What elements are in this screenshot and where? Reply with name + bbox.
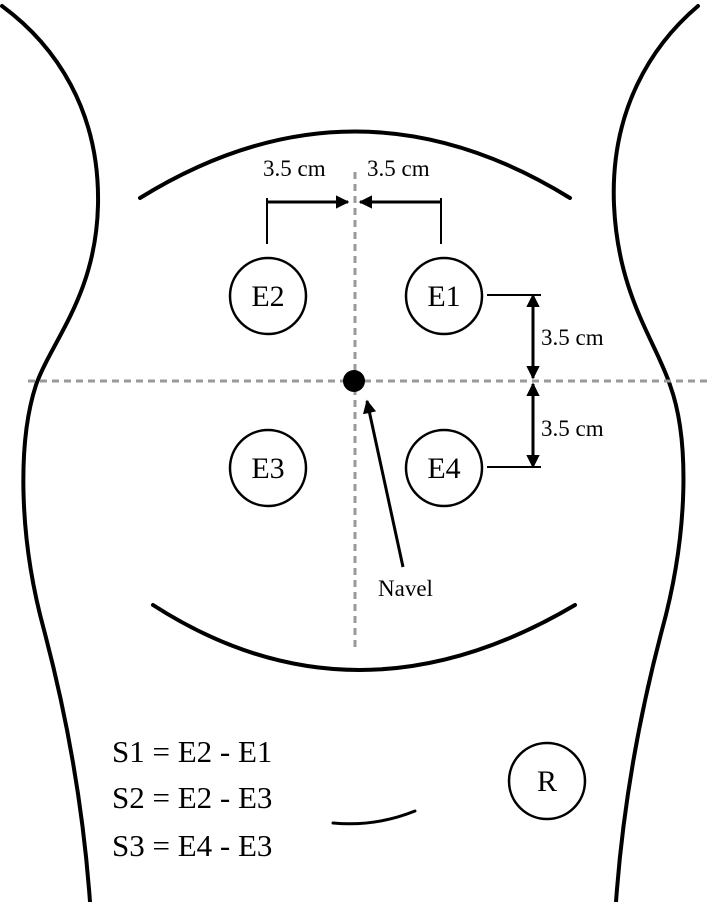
electrode-e3: E3: [228, 428, 308, 508]
navel-label: Navel: [378, 576, 433, 601]
torso-left-outline: [0, 4, 101, 902]
top-left-dimension-label: 3.5 cm: [263, 156, 326, 181]
electrode-e3-label: E3: [251, 452, 284, 485]
upper-abdomen-arc: [138, 129, 572, 200]
formula-s1: S1 = E2 - E1: [112, 734, 272, 769]
electrode-e4: E4: [404, 428, 484, 508]
electrode-e4-label: E4: [427, 452, 460, 485]
electrode-e2-label: E2: [251, 280, 284, 313]
electrode-e2: E2: [228, 256, 308, 336]
formula-s2: S2 = E2 - E3: [112, 780, 272, 815]
formula-s3: S3 = E4 - E3: [112, 828, 272, 863]
reference-electrode-label: R: [537, 765, 557, 798]
top-dimension-right: 3.5 cm: [358, 156, 442, 244]
torso-right-outline: [611, 4, 700, 902]
electrode-e1-label: E1: [427, 280, 460, 313]
reference-electrode: R: [507, 741, 587, 821]
navel-dot: [343, 370, 365, 392]
right-dimension-lower: 3.5 cm: [487, 382, 604, 469]
right-lower-dimension-label: 3.5 cm: [541, 416, 604, 441]
lower-abdomen-arc: [151, 603, 577, 672]
top-dimension-left: 3.5 cm: [263, 156, 350, 244]
small-curve-mark: [331, 809, 417, 826]
top-right-dimension-label: 3.5 cm: [367, 156, 430, 181]
right-upper-dimension-label: 3.5 cm: [541, 325, 604, 350]
navel-pointer-arrow: [362, 399, 405, 568]
right-dimension-upper: 3.5 cm: [487, 293, 604, 380]
electrode-e1: E1: [404, 256, 484, 336]
